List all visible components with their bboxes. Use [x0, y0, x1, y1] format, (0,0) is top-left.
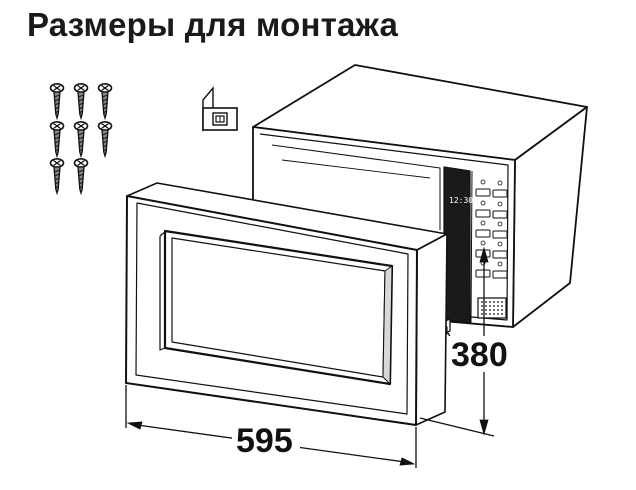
- microwave-body: [252, 64, 588, 328]
- width-label: 595: [236, 422, 293, 460]
- screw-icon: [49, 158, 65, 194]
- display-clock: 12:30: [449, 196, 473, 205]
- screw-icon: [73, 158, 89, 194]
- speaker-grille: [477, 297, 507, 319]
- trim-frame: [125, 182, 448, 426]
- page-title: Размеры для монтажа: [27, 6, 399, 43]
- screw-icon: [49, 83, 65, 119]
- mounting-bracket-icon: [202, 87, 238, 131]
- screw-icon: [73, 83, 89, 119]
- screw-icon: [49, 121, 65, 157]
- screw-icon: [97, 121, 113, 157]
- screw-icon: [73, 121, 89, 157]
- screws-group: [49, 83, 113, 194]
- height-label: 380: [451, 336, 508, 374]
- screw-icon: [97, 83, 113, 119]
